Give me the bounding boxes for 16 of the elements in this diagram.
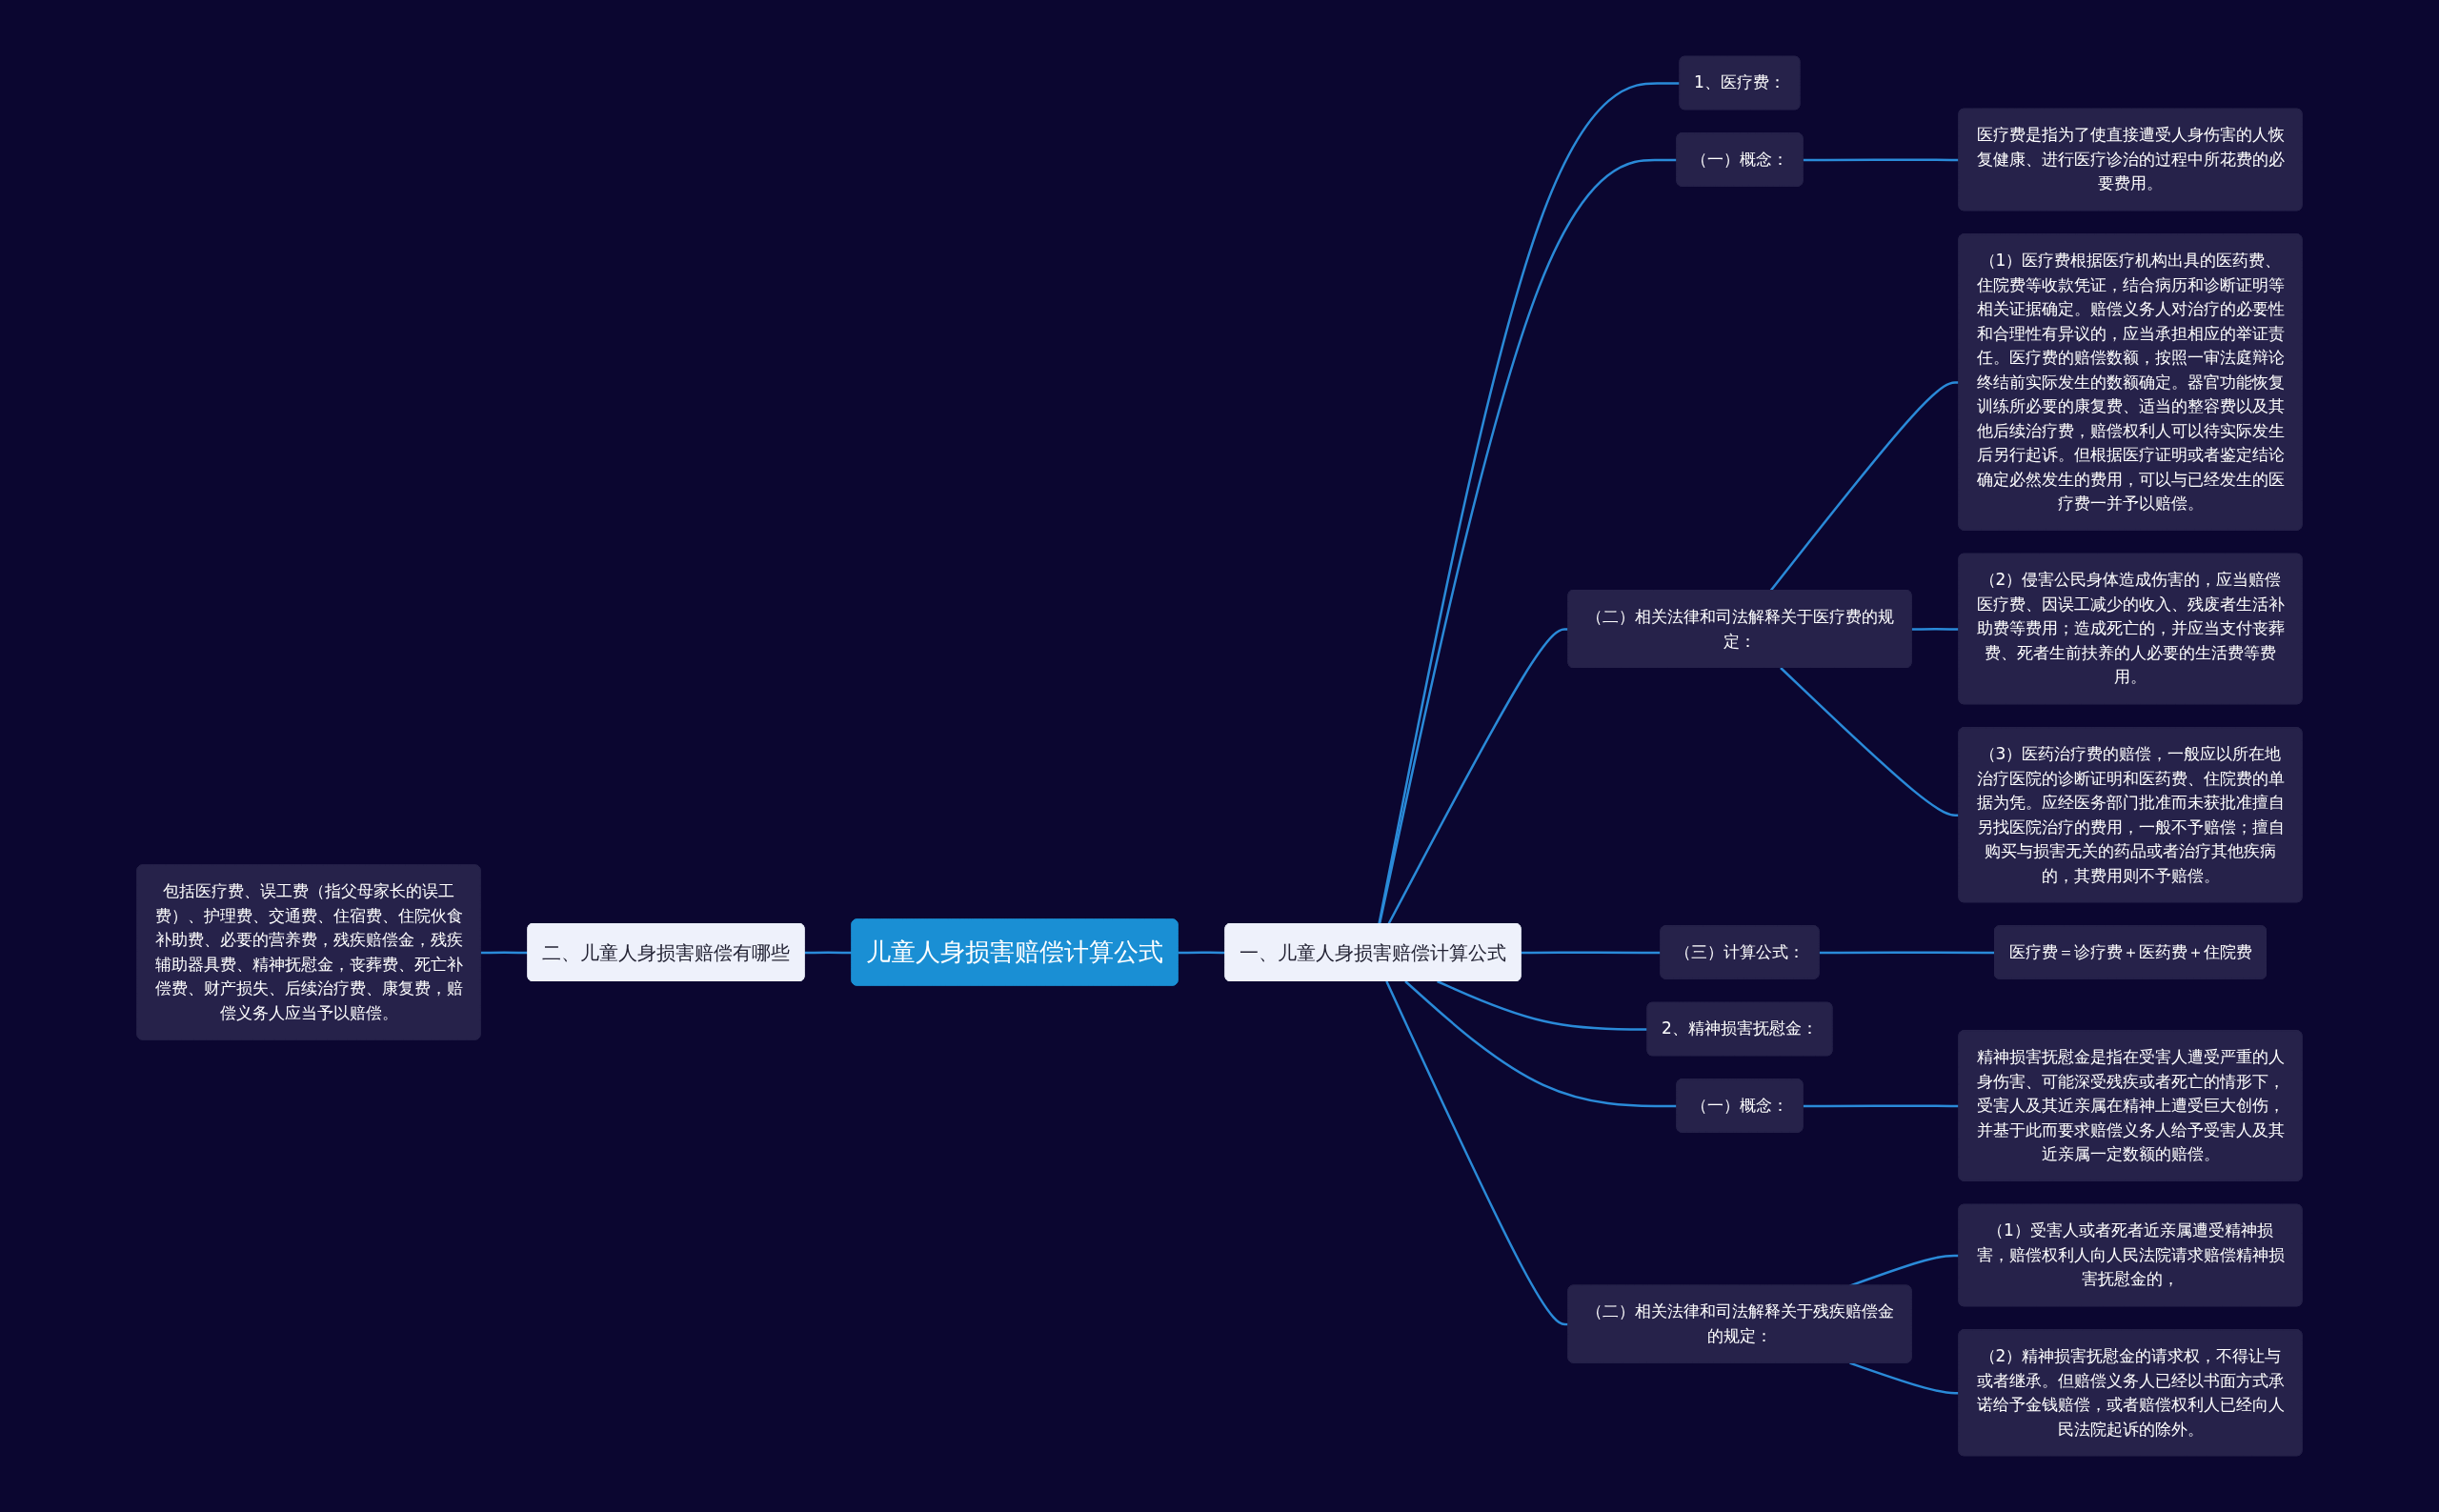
connector xyxy=(1387,628,1569,925)
connector xyxy=(1911,627,1960,631)
connector xyxy=(480,951,529,955)
connector xyxy=(1803,158,1960,162)
connector xyxy=(1803,1104,1960,1108)
connector xyxy=(1849,1361,1960,1395)
connector xyxy=(1849,1254,1960,1287)
connector xyxy=(1780,667,1960,816)
connector xyxy=(1178,951,1226,955)
connector xyxy=(804,951,853,955)
connector xyxy=(1819,951,1995,955)
connector xyxy=(1404,980,1678,1108)
connector xyxy=(1769,381,1960,592)
connector xyxy=(1437,979,1648,1031)
connector xyxy=(1521,951,1662,955)
connector xyxy=(1385,980,1569,1326)
